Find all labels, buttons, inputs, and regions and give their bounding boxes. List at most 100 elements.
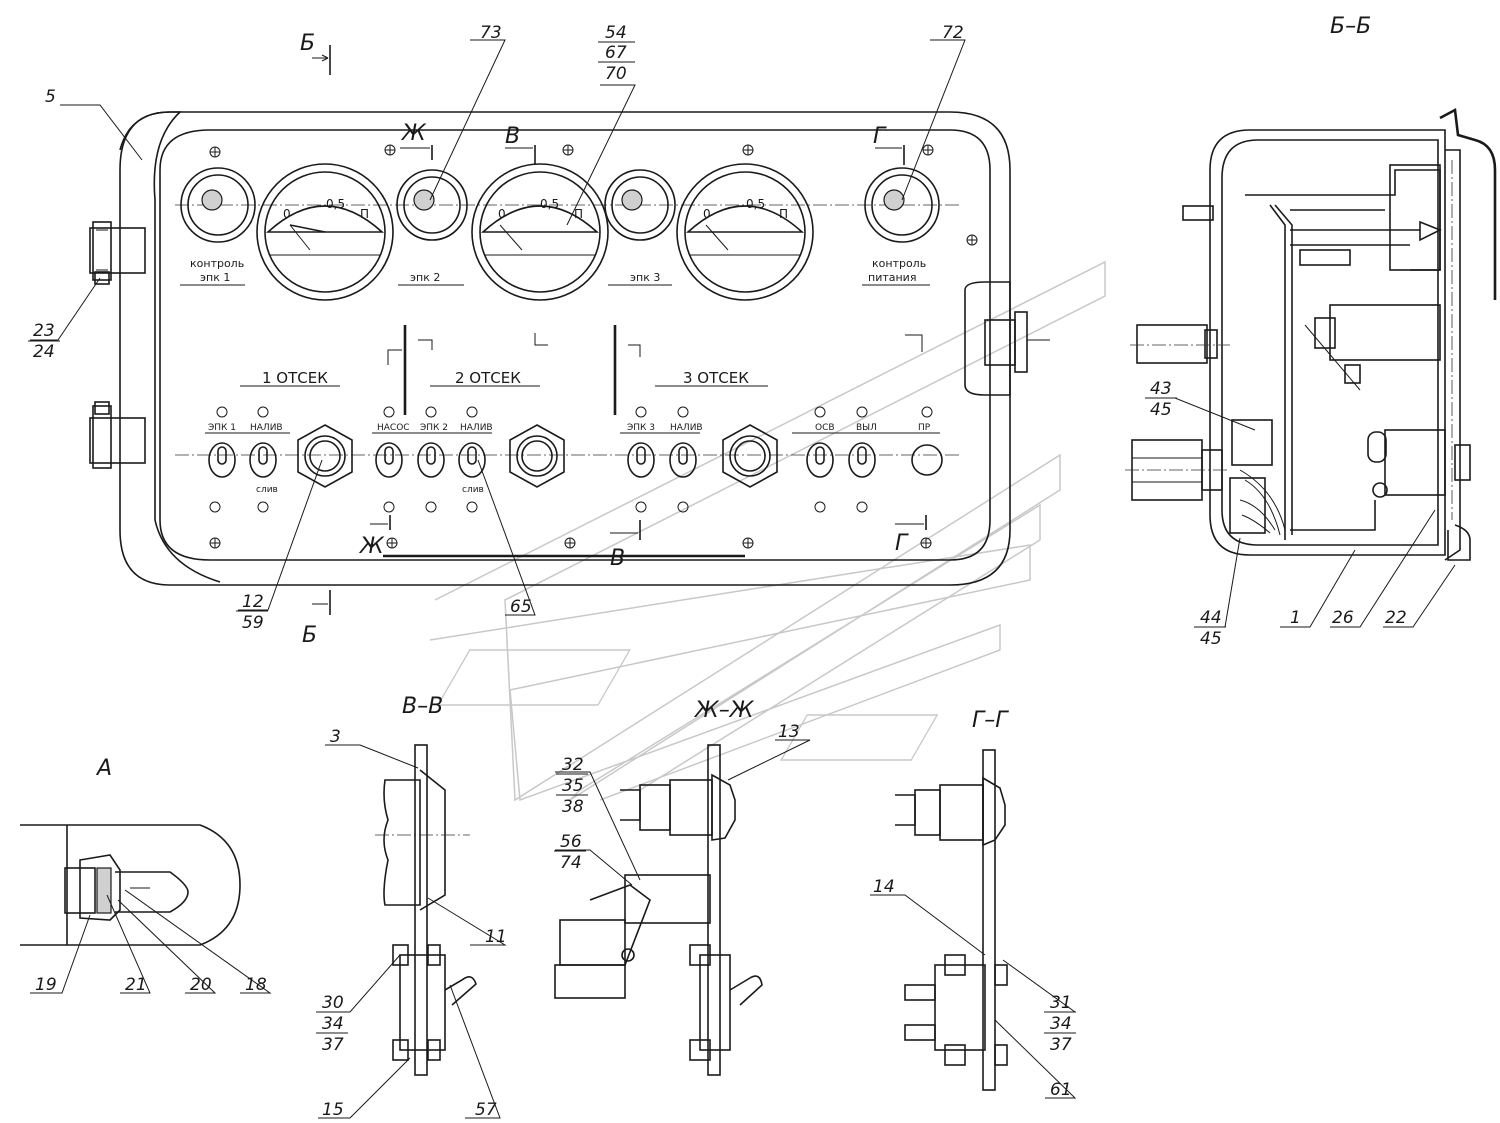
side-connector	[964, 281, 1050, 396]
callout-26: 26	[1332, 608, 1354, 628]
lamp-label-epk1-line2: эпк 1	[200, 271, 230, 284]
callout-34-left: 34	[322, 1014, 344, 1034]
callout-3: 3	[330, 727, 341, 747]
callout-34-right: 34	[1050, 1014, 1072, 1034]
callout-21: 21	[125, 975, 147, 995]
drain-label-1: слив	[256, 485, 278, 495]
lamp-label-epk3: эпк 3	[630, 271, 660, 284]
callout-leaders	[30, 39, 1456, 1119]
lamp-label-power-line1: контроль	[872, 257, 926, 270]
gauge-1	[256, 163, 394, 301]
callout-23: 23	[33, 321, 55, 341]
callout-13: 13	[778, 722, 800, 742]
callout-35: 35	[562, 776, 584, 796]
section-bb-title: Б–Б	[1330, 14, 1371, 39]
section-zhzh-view	[554, 744, 763, 1076]
callout-24: 24	[33, 342, 55, 362]
callout-37-right: 37	[1050, 1035, 1072, 1055]
section-mark-b-top: Б	[300, 31, 315, 56]
switch-label-epk3: ЭПК 3	[627, 423, 655, 433]
hinge-top	[89, 221, 146, 285]
gauge1-scale-p: П	[360, 207, 369, 221]
switch-label-naliv2: НАЛИВ	[460, 423, 493, 433]
gauge2-scale-p: П	[574, 207, 583, 221]
gauge-3	[676, 163, 814, 301]
callout-11: 11	[485, 927, 507, 947]
callout-44: 44	[1200, 608, 1222, 628]
callout-1: 1	[1290, 608, 1301, 628]
switch-label-nasos: НАСОС	[377, 423, 410, 433]
callout-numbers: 5 73 54 67 70 72 23 24 12 59 65 43 45 44…	[28, 23, 1407, 1120]
drain-label-2: слив	[462, 485, 484, 495]
lamp-epk3	[604, 169, 676, 241]
mounting-screws	[209, 144, 978, 549]
section-mark-g-bottom: Г	[895, 531, 909, 556]
callout-18: 18	[245, 975, 267, 995]
callout-45-lower: 45	[1200, 629, 1222, 649]
hinge-bottom	[89, 401, 146, 469]
switch-label-naliv3: НАЛИВ	[670, 423, 703, 433]
callout-73: 73	[480, 23, 502, 43]
section-gg-view	[895, 749, 1008, 1091]
toggle-switches	[208, 442, 943, 478]
callout-59: 59	[242, 613, 264, 633]
gauge2-scale-0: 0	[498, 207, 506, 221]
switch-label-pr: ПР	[918, 423, 931, 433]
gauge1-scale-05: 0,5	[326, 197, 345, 211]
view-a-title: А	[95, 756, 112, 781]
gauge1-scale-0: 0	[283, 207, 291, 221]
callout-22: 22	[1385, 608, 1407, 628]
hex-nut-1	[297, 424, 353, 488]
callout-15: 15	[322, 1100, 344, 1120]
gauge2-scale-05: 0,5	[540, 197, 559, 211]
callout-20: 20	[190, 975, 212, 995]
hex-nut-2	[509, 424, 565, 488]
control-panel-front-view: 0 0,5 П 0 0,5 П 0 0,5 П контроль эпк 1 э…	[89, 45, 1050, 615]
callout-14: 14	[873, 877, 895, 897]
section-mark-zh-bottom: Ж	[358, 534, 385, 559]
lamp-label-epk2: эпк 2	[410, 271, 440, 284]
callout-43: 43	[1150, 379, 1172, 399]
callout-19: 19	[35, 975, 57, 995]
callout-72: 72	[942, 23, 964, 43]
callout-74: 74	[560, 853, 582, 873]
lamp-epk2	[396, 169, 468, 241]
gauge3-scale-0: 0	[703, 207, 711, 221]
section-vv-view	[375, 744, 477, 1076]
section-mark-b-bottom: Б	[302, 623, 317, 648]
callout-5: 5	[45, 87, 56, 107]
gauge3-scale-05: 0,5	[746, 197, 765, 211]
callout-57: 57	[475, 1100, 497, 1120]
callout-54: 54	[605, 23, 627, 43]
callout-45-upper: 45	[1150, 400, 1172, 420]
compartment-3-label: 3 ОТСЕК	[683, 369, 749, 387]
switch-label-naliv1: НАЛИВ	[250, 423, 283, 433]
callout-61: 61	[1050, 1080, 1072, 1100]
compartment-1-label: 1 ОТСЕК	[262, 369, 328, 387]
section-mark-zh-top: Ж	[400, 121, 427, 146]
hex-nut-3	[722, 424, 778, 488]
lamp-epk1	[180, 167, 256, 243]
section-zhzh-title: Ж–Ж	[693, 698, 755, 723]
section-mark-v-top: В	[505, 124, 520, 149]
callout-30: 30	[322, 993, 344, 1013]
switch-label-osv: ОСВ	[815, 423, 835, 433]
callout-67: 67	[605, 43, 627, 63]
watermark-chevrons	[429, 260, 1106, 802]
callout-38: 38	[562, 797, 584, 817]
callout-31: 31	[1050, 993, 1072, 1013]
section-bb-view	[1125, 107, 1497, 561]
compartment-2-label: 2 ОТСЕК	[455, 369, 521, 387]
section-vv-title: В–В	[402, 694, 443, 719]
section-gg-title: Г–Г	[972, 708, 1009, 733]
gauge3-scale-p: П	[779, 207, 788, 221]
callout-65: 65	[510, 597, 532, 617]
view-a-detail	[20, 824, 241, 946]
section-mark-g-top: Г	[873, 124, 887, 149]
callout-32: 32	[562, 755, 584, 775]
switch-label-epk1: ЭПК 1	[208, 423, 236, 433]
callout-12: 12	[242, 592, 264, 612]
lamp-label-power-line2: питания	[868, 271, 916, 284]
callout-37-left: 37	[322, 1035, 344, 1055]
